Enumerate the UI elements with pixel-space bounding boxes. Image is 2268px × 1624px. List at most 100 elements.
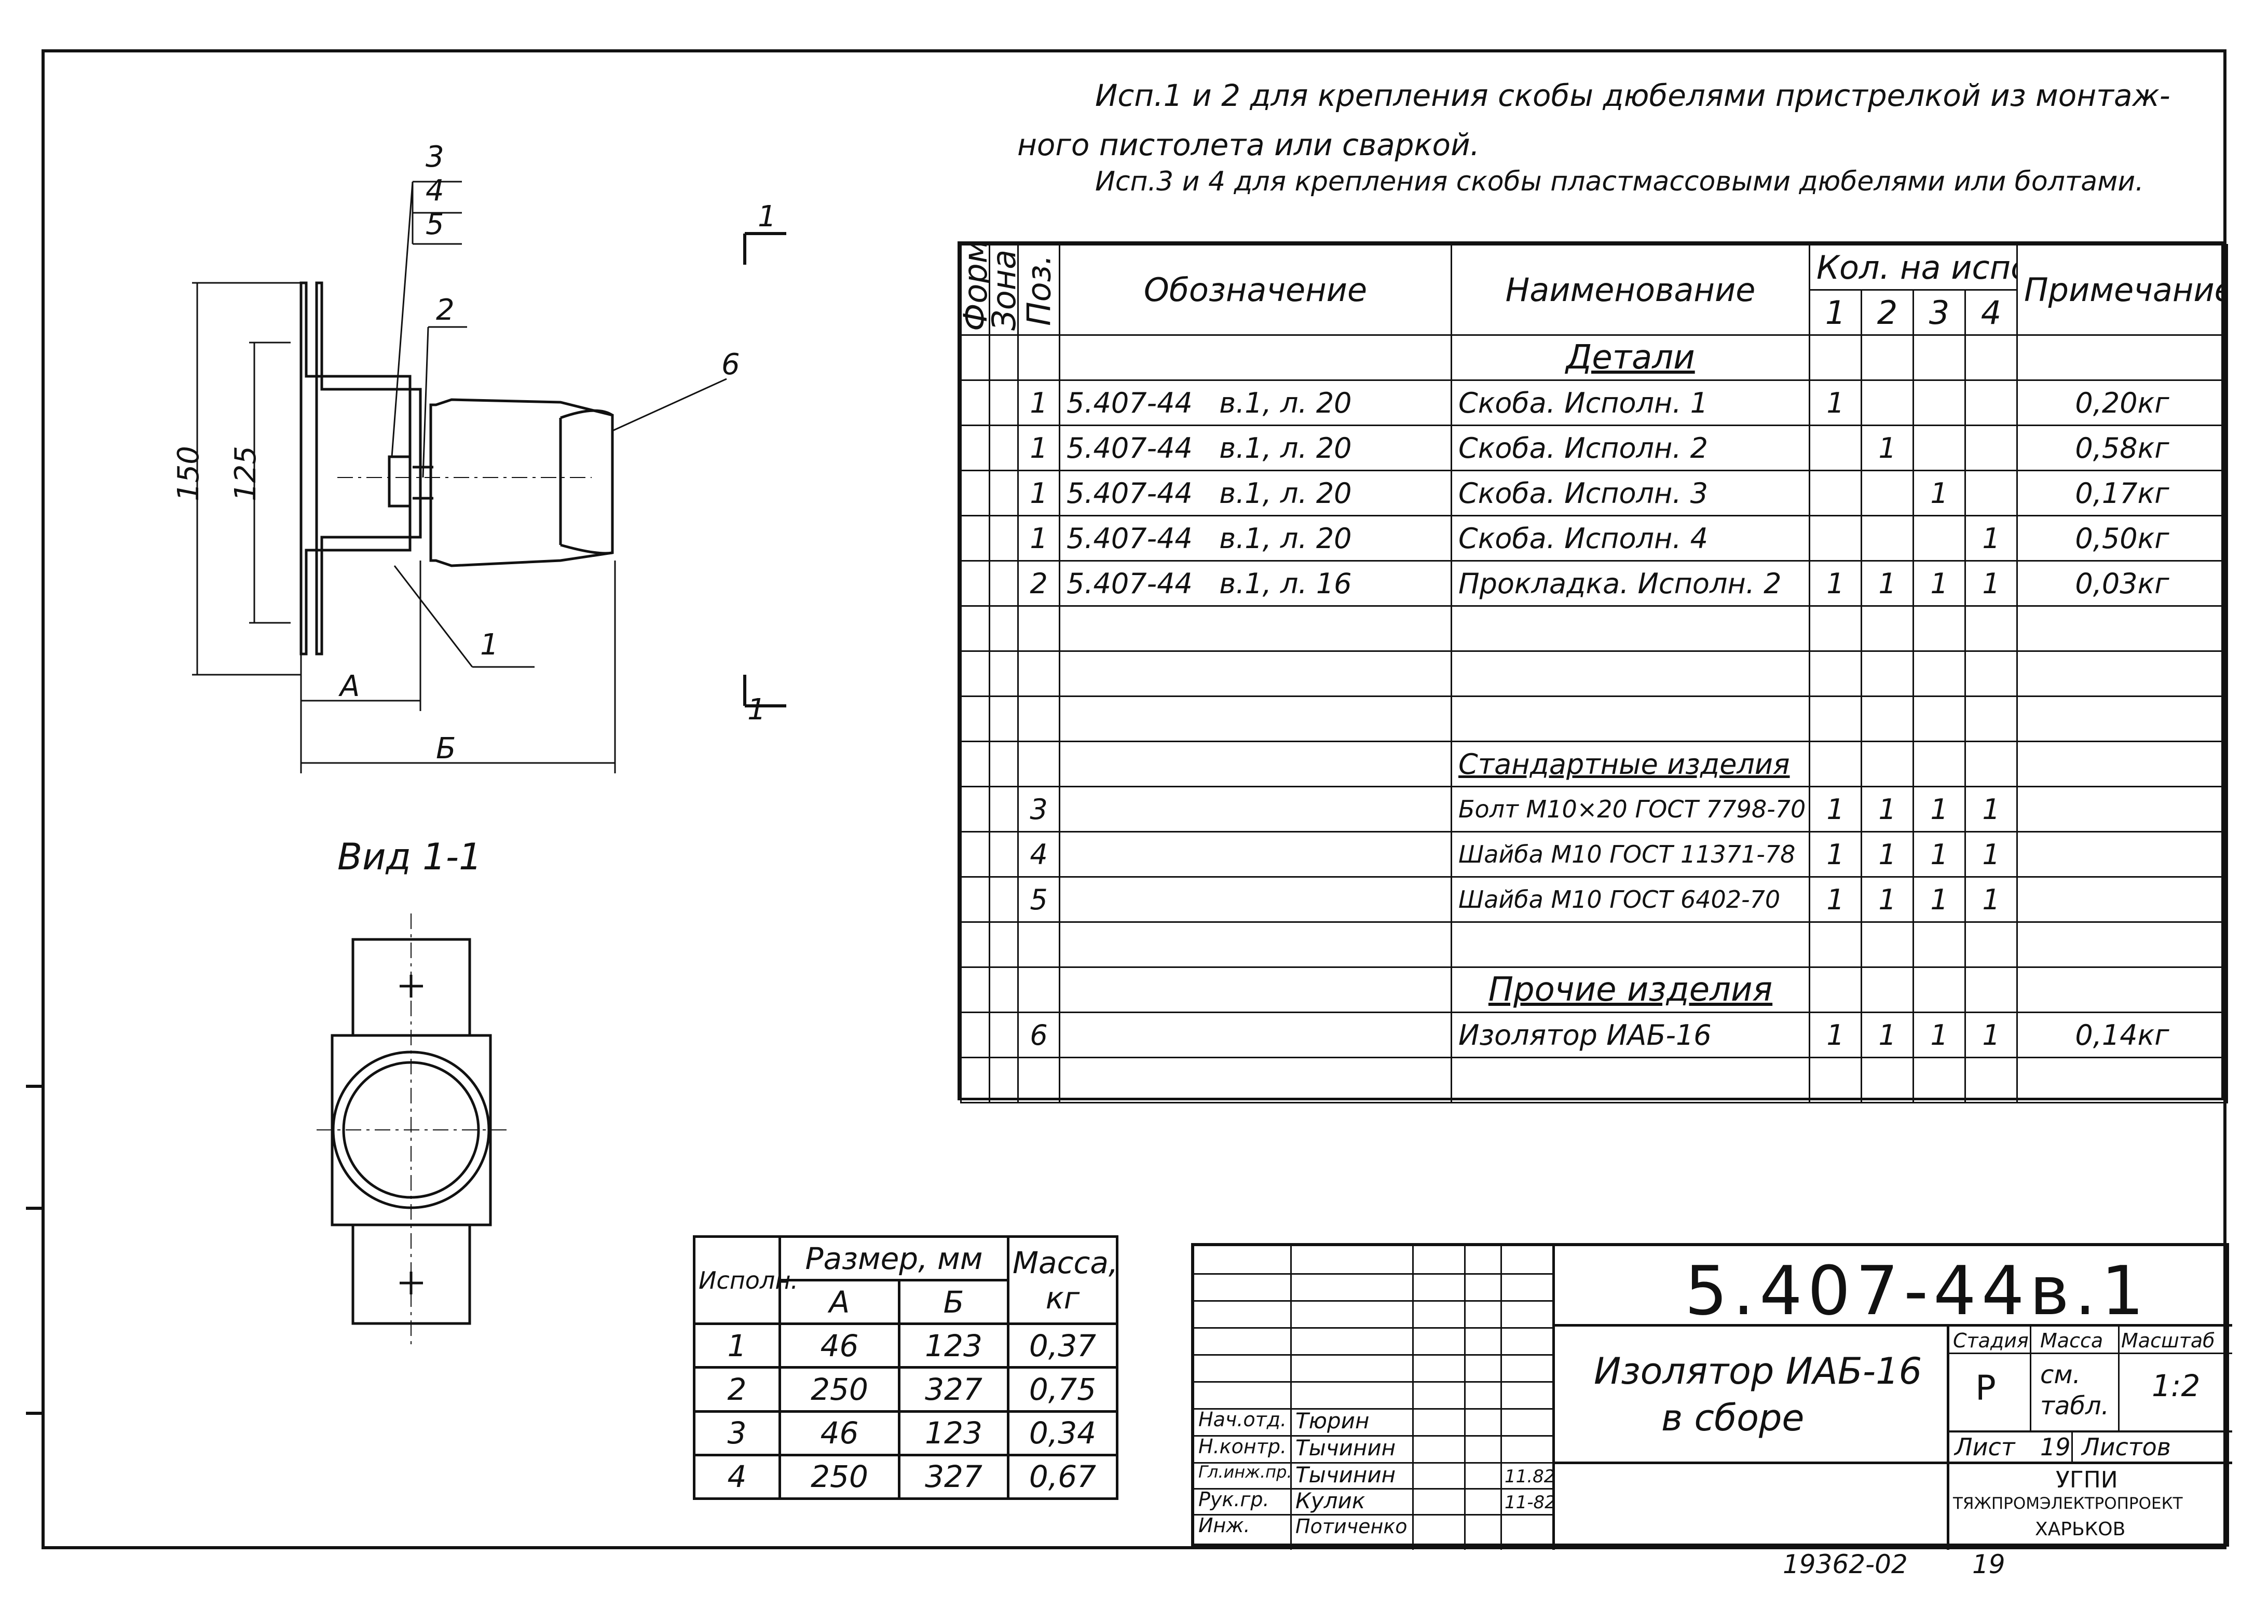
grid-line xyxy=(2118,1324,2120,1430)
assembly-drawing xyxy=(192,181,786,773)
row-note: 0,58кг xyxy=(2016,425,2229,471)
view-1-1-drawing xyxy=(317,913,509,1349)
sizes-b: 327 xyxy=(898,1453,1009,1500)
grid-line xyxy=(1194,1514,1552,1516)
row-note: 0,20кг xyxy=(2016,379,2229,426)
row-qty-2: 1 xyxy=(1861,831,1914,878)
row-qty-2: 1 xyxy=(1861,425,1914,471)
section-row: Прочие изделия xyxy=(960,966,2229,1013)
signature-role: Рук.гр. xyxy=(1198,1488,1269,1511)
row-name: Шайба М10 ГОСТ 6402-70 xyxy=(1451,876,1810,923)
row-designation: 5.407-44 в.1, л. 20 xyxy=(1059,379,1452,426)
row-qty-2 xyxy=(1861,515,1914,562)
row-qty-1 xyxy=(1809,425,1862,471)
callout-3: 3 xyxy=(426,140,444,174)
signature-name: Кулик xyxy=(1295,1488,1365,1513)
grid-line xyxy=(1194,1327,1552,1329)
signature-role: Нач.отд. xyxy=(1198,1408,1287,1431)
table-row: 1 5.407-44 в.1, л. 20 Скоба. Исполн. 3 1… xyxy=(960,470,2229,516)
row-note: 0,14кг xyxy=(2016,1012,2229,1058)
row-code: 5.407-44 xyxy=(1067,476,1193,510)
row-pos: 1 xyxy=(1017,515,1060,562)
row-qty-3: 1 xyxy=(1912,470,1966,516)
grid-line xyxy=(1194,1462,1552,1464)
callout-5: 5 xyxy=(426,208,444,241)
table-row: 6 Изолятор ИАБ-16 1 1 1 1 0,14кг xyxy=(960,1012,2229,1058)
grid-line xyxy=(1194,1408,1552,1410)
row-name: Изолятор ИАБ-16 xyxy=(1451,1012,1810,1058)
grid-line xyxy=(1194,1435,1552,1437)
callout-6: 6 xyxy=(721,348,740,381)
row-qty-3 xyxy=(1912,379,1966,426)
empty-row xyxy=(960,921,2229,968)
section-title-standard: Стандартные изделия xyxy=(1451,741,1810,787)
row-qty-2: 1 xyxy=(1861,560,1914,607)
table-row: 4 Шайба М10 ГОСТ 11371-78 1 1 1 1 xyxy=(960,831,2229,878)
table-row: 3 Болт М10×20 ГОСТ 7798-70 1 1 1 1 xyxy=(960,786,2229,833)
grid-line xyxy=(1194,1273,1552,1275)
note-line-1: Исп.1 и 2 для крепления скобы дюбелями п… xyxy=(1095,78,2170,113)
sizes-b: 123 xyxy=(898,1410,1009,1456)
row-pos: 6 xyxy=(1017,1012,1060,1058)
table-row: 1 5.407-44 в.1, л. 20 Скоба. Исполн. 2 1… xyxy=(960,425,2229,471)
row-qty-4: 1 xyxy=(1964,831,2018,878)
row-pos: 1 xyxy=(1017,379,1060,426)
page-number: 19 xyxy=(1972,1549,2005,1579)
section-mark-top: 1 xyxy=(758,200,776,234)
document-code: 5.407-44в.1 xyxy=(1685,1251,2150,1330)
header-qty-3: 3 xyxy=(1912,289,1966,336)
row-sheet: в.1, л. 20 xyxy=(1219,431,1352,465)
row-qty-3 xyxy=(1912,425,1966,471)
grid-line xyxy=(1194,1488,1552,1490)
row-qty-1: 1 xyxy=(1809,379,1862,426)
row-qty-2 xyxy=(1861,470,1914,516)
row-designation: 5.407-44 в.1, л. 16 xyxy=(1059,560,1452,607)
margin-tick xyxy=(26,1412,42,1415)
grid-line xyxy=(1290,1246,1292,1550)
dimension-125: 125 xyxy=(228,446,263,501)
grid-line xyxy=(2030,1324,2031,1430)
row-qty-2 xyxy=(1861,379,1914,426)
organization-line-2: ТЯЖПРОМЭЛЕКТРОПРОЕКТ xyxy=(1953,1494,2183,1513)
header-zone: Зона xyxy=(989,244,1018,335)
grid-line xyxy=(1464,1246,1466,1550)
header-name: Наименование xyxy=(1451,244,1810,336)
specification-table: Формат Зона Поз. Обозначение Наименовани… xyxy=(958,241,2229,1103)
row-name: Прокладка. Исполн. 2 xyxy=(1451,560,1810,607)
row-qty-1: 1 xyxy=(1809,1012,1862,1058)
sizes-mass: 0,34 xyxy=(1007,1410,1118,1456)
header-note: Примечание xyxy=(2016,244,2229,336)
sizes-header-b: Б xyxy=(898,1279,1009,1326)
header-qty-group: Кол. на исполн. xyxy=(1808,244,2018,291)
sizes-isp: 1 xyxy=(693,1322,781,1369)
grid-line xyxy=(1194,1354,1552,1356)
view-label: Вид 1-1 xyxy=(337,836,482,878)
organization-line-1: УГПИ xyxy=(2056,1467,2118,1493)
dimension-b: Б xyxy=(436,732,456,766)
margin-tick xyxy=(26,1207,42,1210)
row-note: 0,17кг xyxy=(2016,470,2229,516)
dimension-150: 150 xyxy=(171,446,206,501)
row-qty-1: 1 xyxy=(1809,560,1862,607)
empty-row xyxy=(960,1057,2229,1103)
product-name-line-1: Изолятор ИАБ-16 xyxy=(1594,1350,1922,1393)
grid-line xyxy=(1194,1381,1552,1383)
section-title-other: Прочие изделия xyxy=(1451,966,1810,1013)
table-row: 1 5.407-44 в.1, л. 20 Скоба. Исполн. 1 1… xyxy=(960,379,2229,426)
sizes-b: 327 xyxy=(898,1366,1009,1413)
row-pos: 1 xyxy=(1017,470,1060,516)
sizes-mass: 0,75 xyxy=(1007,1366,1118,1413)
stage-header: Стадия xyxy=(1953,1329,2029,1352)
section-row: Детали xyxy=(960,334,2229,381)
row-note: 0,03кг xyxy=(2016,560,2229,607)
row-qty-4: 1 xyxy=(1964,560,2018,607)
row-qty-1: 1 xyxy=(1809,876,1862,923)
signature-date: 11.82 xyxy=(1505,1466,1555,1487)
empty-row xyxy=(960,650,2229,697)
sizes-header-isp: Исполн. xyxy=(693,1235,798,1326)
row-code: 5.407-44 xyxy=(1067,431,1193,465)
row-name: Скоба. Исполн. 1 xyxy=(1451,379,1810,426)
row-code: 5.407-44 xyxy=(1067,386,1193,419)
row-name: Скоба. Исполн. 4 xyxy=(1451,515,1810,562)
signature-date: 11-82 xyxy=(1505,1492,1556,1513)
